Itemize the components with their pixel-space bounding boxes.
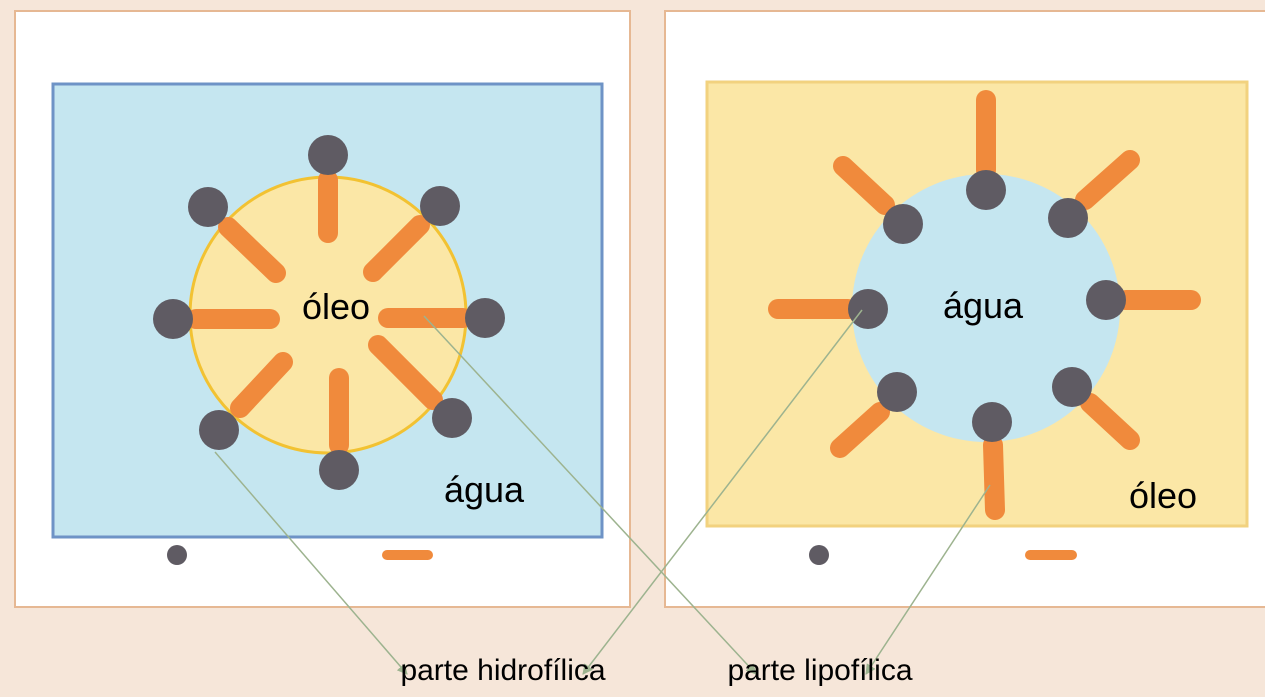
surfactant-tail-right-4 — [983, 435, 1005, 520]
arrow-lipophilic-left — [423, 315, 757, 675]
surfactant-head-right-7 — [883, 204, 923, 244]
surfactant-head-right-2 — [1086, 280, 1126, 320]
surfactant-head-left-0 — [308, 135, 348, 175]
surfactant-tail-right-5 — [830, 402, 890, 458]
surfactant-tail-right-3 — [1080, 393, 1140, 450]
legend-head-right — [809, 545, 829, 565]
callout-hydrophilic: parte hidrofílica — [400, 654, 605, 687]
surfactant-tail-right-1 — [1075, 150, 1140, 210]
surfactant-head-left-3 — [432, 398, 472, 438]
surfactant-head-left-2 — [465, 298, 505, 338]
arrow-lipophilic-right — [865, 484, 991, 675]
surfactant-head-right-4 — [972, 402, 1012, 442]
surfactant-head-left-7 — [188, 187, 228, 227]
surfactant-head-left-4 — [319, 450, 359, 490]
micelle-water-core — [852, 174, 1120, 442]
panel-left: óleo água — [14, 10, 631, 608]
label-outer-oleo: óleo — [1129, 475, 1197, 516]
legend-tail-left — [382, 550, 433, 560]
surfactant-head-left-6 — [153, 299, 193, 339]
callout-arrows — [214, 309, 991, 675]
callout-lipophilic: parte lipofílica — [727, 654, 912, 687]
legend-head-left — [167, 545, 187, 565]
legend-tail-right — [1025, 550, 1077, 560]
arrow-hydrophilic-left — [214, 451, 408, 675]
surfactant-head-right-5 — [877, 372, 917, 412]
surfactant-tail-right-7 — [833, 156, 895, 215]
label-inner-agua: água — [943, 285, 1024, 326]
surfactant-tail-left-5 — [230, 352, 293, 418]
arrow-hydrophilic-right — [582, 309, 863, 675]
surfactant-tail-left-3 — [368, 335, 443, 410]
surfactant-head-left-1 — [420, 186, 460, 226]
panel-right: água óleo — [664, 10, 1265, 608]
label-outer-agua: água — [444, 469, 525, 510]
label-inner-oleo: óleo — [302, 286, 370, 327]
surfactant-head-right-3 — [1052, 367, 1092, 407]
surfactant-tail-left-7 — [218, 217, 286, 283]
surfactant-tail-left-1 — [363, 215, 430, 282]
surfactant-head-right-6 — [848, 289, 888, 329]
surfactant-head-right-1 — [1048, 198, 1088, 238]
surfactant-head-right-0 — [966, 170, 1006, 210]
surfactant-molecules-right — [768, 90, 1201, 520]
surfactant-head-left-5 — [199, 410, 239, 450]
